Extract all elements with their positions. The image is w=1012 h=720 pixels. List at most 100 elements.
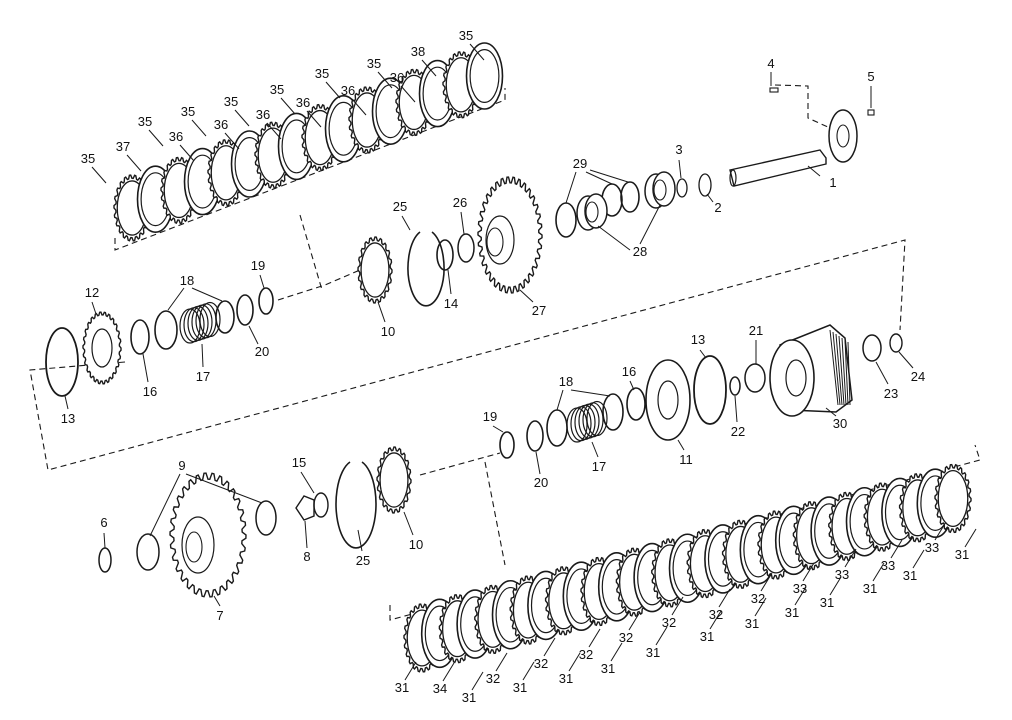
needle-bearing-28b-0 (584, 193, 608, 229)
ring-24 (889, 333, 903, 353)
top-stack-leader-1 (126, 154, 142, 172)
bottom-stack-label-8: 31 (601, 661, 615, 676)
bottom-stack-leader-4 (522, 661, 535, 681)
top-stack-label-1: 37 (116, 139, 130, 154)
part-label-p13a: 13 (61, 411, 75, 426)
bottom-stack-label-13: 32 (709, 607, 723, 622)
part-label-p5: 5 (867, 69, 874, 84)
leader-p29-3 (589, 169, 629, 183)
bottom-stack-label-3: 32 (486, 671, 500, 686)
top-stack-label-15: 35 (459, 28, 473, 43)
clutch-drum-30-spline-4 (841, 337, 847, 406)
bottom-stack-leader-12 (709, 610, 722, 630)
clutch-drum-30-spline-2 (835, 333, 843, 406)
snap-ring-3 (676, 178, 688, 198)
leader-p17b (591, 441, 599, 458)
output-shaft (729, 149, 827, 187)
bottom-friction-disc-30 (934, 463, 972, 534)
part-label-p25a: 25 (393, 199, 407, 214)
top-stack-label-2: 35 (138, 114, 152, 129)
ring-29a (555, 202, 577, 238)
lower-axis-link (419, 452, 501, 476)
bottom-stack-leader-13 (718, 588, 731, 608)
part-label-p3: 3 (675, 142, 682, 157)
leader-p30 (825, 407, 837, 417)
bottom-stack-label-4: 31 (513, 680, 527, 695)
component-drawings (45, 42, 972, 673)
bottom-stack-leader-15 (760, 572, 773, 592)
needle-bearing-28c-0 (585, 201, 599, 223)
ring-18a (154, 310, 178, 350)
top-stack-label-9: 36 (296, 95, 310, 110)
leader-p18a-1 (167, 287, 185, 311)
leader-p9a (149, 473, 181, 537)
bottom-stack-leader-23 (934, 521, 947, 541)
top-stack-leader-15 (469, 43, 485, 61)
friction-disc-10b (376, 446, 412, 514)
top-stack-leader-3 (179, 144, 195, 162)
bottom-stack-leader-0 (404, 661, 417, 681)
top-stack-label-6: 35 (224, 94, 238, 109)
bottom-stack-label-7: 32 (579, 647, 593, 662)
ring-18d (602, 393, 624, 431)
clutch-drum-30-spline-3 (838, 335, 845, 406)
bearing-9b (255, 500, 277, 536)
top-stack-drop (299, 214, 323, 291)
top-stack-leader-2 (148, 129, 164, 147)
leader-p29-2 (585, 171, 613, 185)
top-steel-plate-15 (465, 42, 504, 110)
leader-p13b (699, 349, 707, 359)
top-stack-label-14: 38 (411, 44, 425, 59)
bottom-stack-leader-19 (844, 548, 857, 568)
bottom-stack-leader-17 (802, 562, 815, 582)
shaft-end (729, 169, 737, 187)
bottom-stack-leader-7 (588, 628, 601, 648)
bottom-stack-label-10: 31 (646, 645, 660, 660)
part-label-p24: 24 (911, 369, 925, 384)
top-stack-label-11: 36 (341, 83, 355, 98)
part-label-p16a: 16 (143, 384, 157, 399)
friction-disc-10b-inner (379, 452, 409, 508)
bottom-stack-leader-24 (964, 528, 977, 548)
bottom-stack-label-14: 31 (745, 616, 759, 631)
bottom-stack-label-0: 31 (395, 680, 409, 695)
left-axis-link (277, 269, 361, 301)
bottom-stack-label-23: 33 (925, 540, 939, 555)
top-stack-label-12: 35 (367, 56, 381, 71)
bottom-stack-leader-16 (794, 586, 807, 606)
bottom-stack-leader-14 (754, 597, 767, 617)
shaft-flange-hub (836, 124, 850, 148)
part-label-p6: 6 (100, 515, 107, 530)
part-label-p20b: 20 (534, 475, 548, 490)
top-steel-plate-15-inner (469, 48, 500, 103)
spring-17b-coil-5 (586, 400, 608, 437)
part-label-p28: 28 (633, 244, 647, 259)
bottom-stack-label-17: 33 (793, 581, 807, 596)
leader-p14 (447, 269, 452, 295)
leader-p2 (706, 193, 714, 203)
part-label-p18b: 18 (559, 374, 573, 389)
leader-p7 (213, 595, 221, 607)
part-label-p19a: 19 (251, 258, 265, 273)
leader-p13a (64, 395, 69, 410)
bearing-9a (136, 533, 160, 571)
ring-20b (526, 420, 544, 452)
leader-p26 (460, 211, 465, 235)
leader-p29-1 (565, 171, 577, 204)
bottom-stack-leader-22 (912, 549, 925, 569)
top-stack-label-0: 35 (81, 151, 95, 166)
bottom-stack-label-1: 34 (433, 681, 447, 696)
leader-p25b (357, 529, 363, 552)
piston-12-bore (91, 328, 113, 368)
bottom-stack-label-9: 32 (619, 630, 633, 645)
part-number-labels: 1234567891010111213131415161617171818191… (61, 28, 969, 705)
bottom-stack-label-20: 31 (863, 581, 877, 596)
clutch-drum-30-spline-5 (844, 339, 849, 406)
part-label-p13b: 13 (691, 332, 705, 347)
top-stack-label-10: 35 (315, 66, 329, 81)
leader-p1 (807, 165, 821, 177)
top-stack-label-13: 36 (390, 70, 404, 85)
bottom-stack-leader-11 (671, 596, 684, 616)
leader-p16b (629, 380, 635, 391)
shaft-flange (828, 109, 858, 163)
